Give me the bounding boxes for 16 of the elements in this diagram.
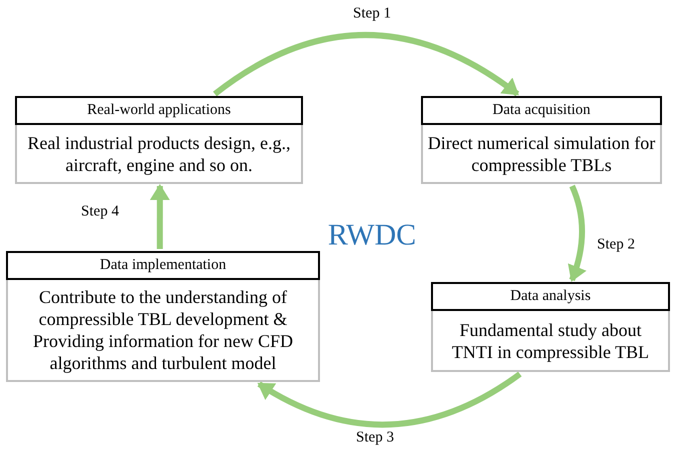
card-text: Fundamental study about TNTI in compressible TBL: [450, 318, 650, 364]
curved-arrow: [257, 372, 522, 428]
card-heading: Data analysis: [431, 282, 670, 311]
process-card: [15, 96, 303, 184]
card-heading: Data acquisition: [421, 96, 662, 125]
card-heading: Real-world applications: [15, 96, 303, 125]
curved-arrow: [213, 32, 520, 96]
curved-arrow: [567, 184, 586, 282]
process-card: [431, 282, 670, 372]
process-card: [6, 251, 320, 382]
card-text: Real industrial products design, e.g., aircraft, engine and so on.: [26, 132, 292, 177]
card-text: Contribute to the understanding of compressible TBL development & Providing information for new CFD algorithms and turbulent model: [32, 286, 294, 375]
process-card: [421, 96, 662, 184]
card-heading: Data implementation: [6, 251, 320, 280]
card-text: Direct numerical simulation for compressible TBLs: [426, 132, 656, 177]
center-title: RWDC: [328, 218, 416, 254]
